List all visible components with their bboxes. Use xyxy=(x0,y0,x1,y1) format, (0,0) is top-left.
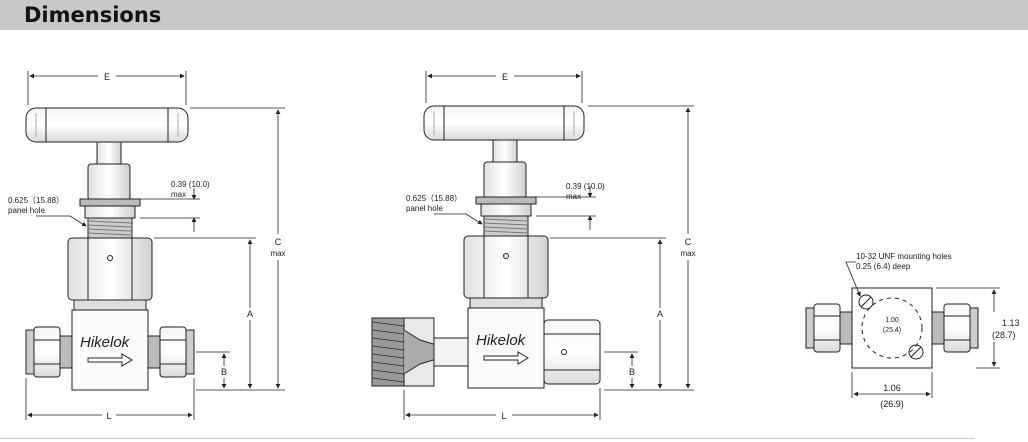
section-header: Dimensions xyxy=(0,0,1028,30)
bottom-width-mm: (26.9) xyxy=(880,399,904,409)
bottom-mount-label-2: 0.25 (6.4) deep xyxy=(856,262,911,271)
front-brand: Hikelok xyxy=(80,334,131,351)
bottom-view-dimensions xyxy=(845,261,1000,398)
side-view-dimensions xyxy=(403,71,694,420)
section-title: Dimensions xyxy=(24,3,162,27)
front-thickness-value: 0.39 (10.0) xyxy=(171,180,210,189)
front-dim-b: B xyxy=(221,367,227,377)
side-dim-l: L xyxy=(501,411,506,421)
front-dim-a: A xyxy=(247,309,253,319)
front-view-dimensions xyxy=(25,71,285,420)
side-dim-c-max: max xyxy=(680,249,695,258)
side-dim-a: A xyxy=(657,309,663,319)
bottom-height-mm: (28.7) xyxy=(992,330,1016,340)
side-panel-hole-value: 0.625（15.88） xyxy=(406,194,462,203)
front-dim-l: L xyxy=(106,411,111,421)
bottom-center-in: 1.00 xyxy=(885,317,899,324)
side-view-labels: E C max A B L 0.625（15.88） panel hole 0.… xyxy=(406,72,696,421)
bottom-divider xyxy=(0,438,975,439)
side-thickness-value: 0.39 (10.0) xyxy=(566,182,605,191)
side-dim-c: C xyxy=(685,237,692,247)
bottom-height-in: 1.13 xyxy=(1002,318,1020,328)
front-dim-c-max: max xyxy=(270,249,285,258)
front-view xyxy=(25,107,195,391)
side-view xyxy=(371,105,601,389)
bottom-width-in: 1.06 xyxy=(883,383,901,393)
front-panel-hole-label: panel hole xyxy=(8,206,45,215)
front-dim-e: E xyxy=(104,72,110,82)
front-panel-hole-value: 0.625（15.88） xyxy=(8,196,64,205)
side-brand: Hikelok xyxy=(476,332,527,349)
bottom-view-labels: 10-32 UNF mounting holes 0.25 (6.4) deep… xyxy=(856,252,1020,409)
side-panel-hole-label: panel hole xyxy=(406,204,443,213)
side-dim-e: E xyxy=(502,72,508,82)
side-dim-b: B xyxy=(629,367,635,377)
side-thickness-max: max xyxy=(566,192,581,201)
front-view-labels: E C max A B L 0.625（15.88） panel hole 0.… xyxy=(8,72,286,421)
bottom-center-mm: (25.4) xyxy=(883,327,901,334)
bottom-mount-label-1: 10-32 UNF mounting holes xyxy=(856,252,952,261)
front-dim-c: C xyxy=(275,237,282,247)
front-thickness-max: max xyxy=(171,190,186,199)
bottom-view xyxy=(805,287,979,369)
